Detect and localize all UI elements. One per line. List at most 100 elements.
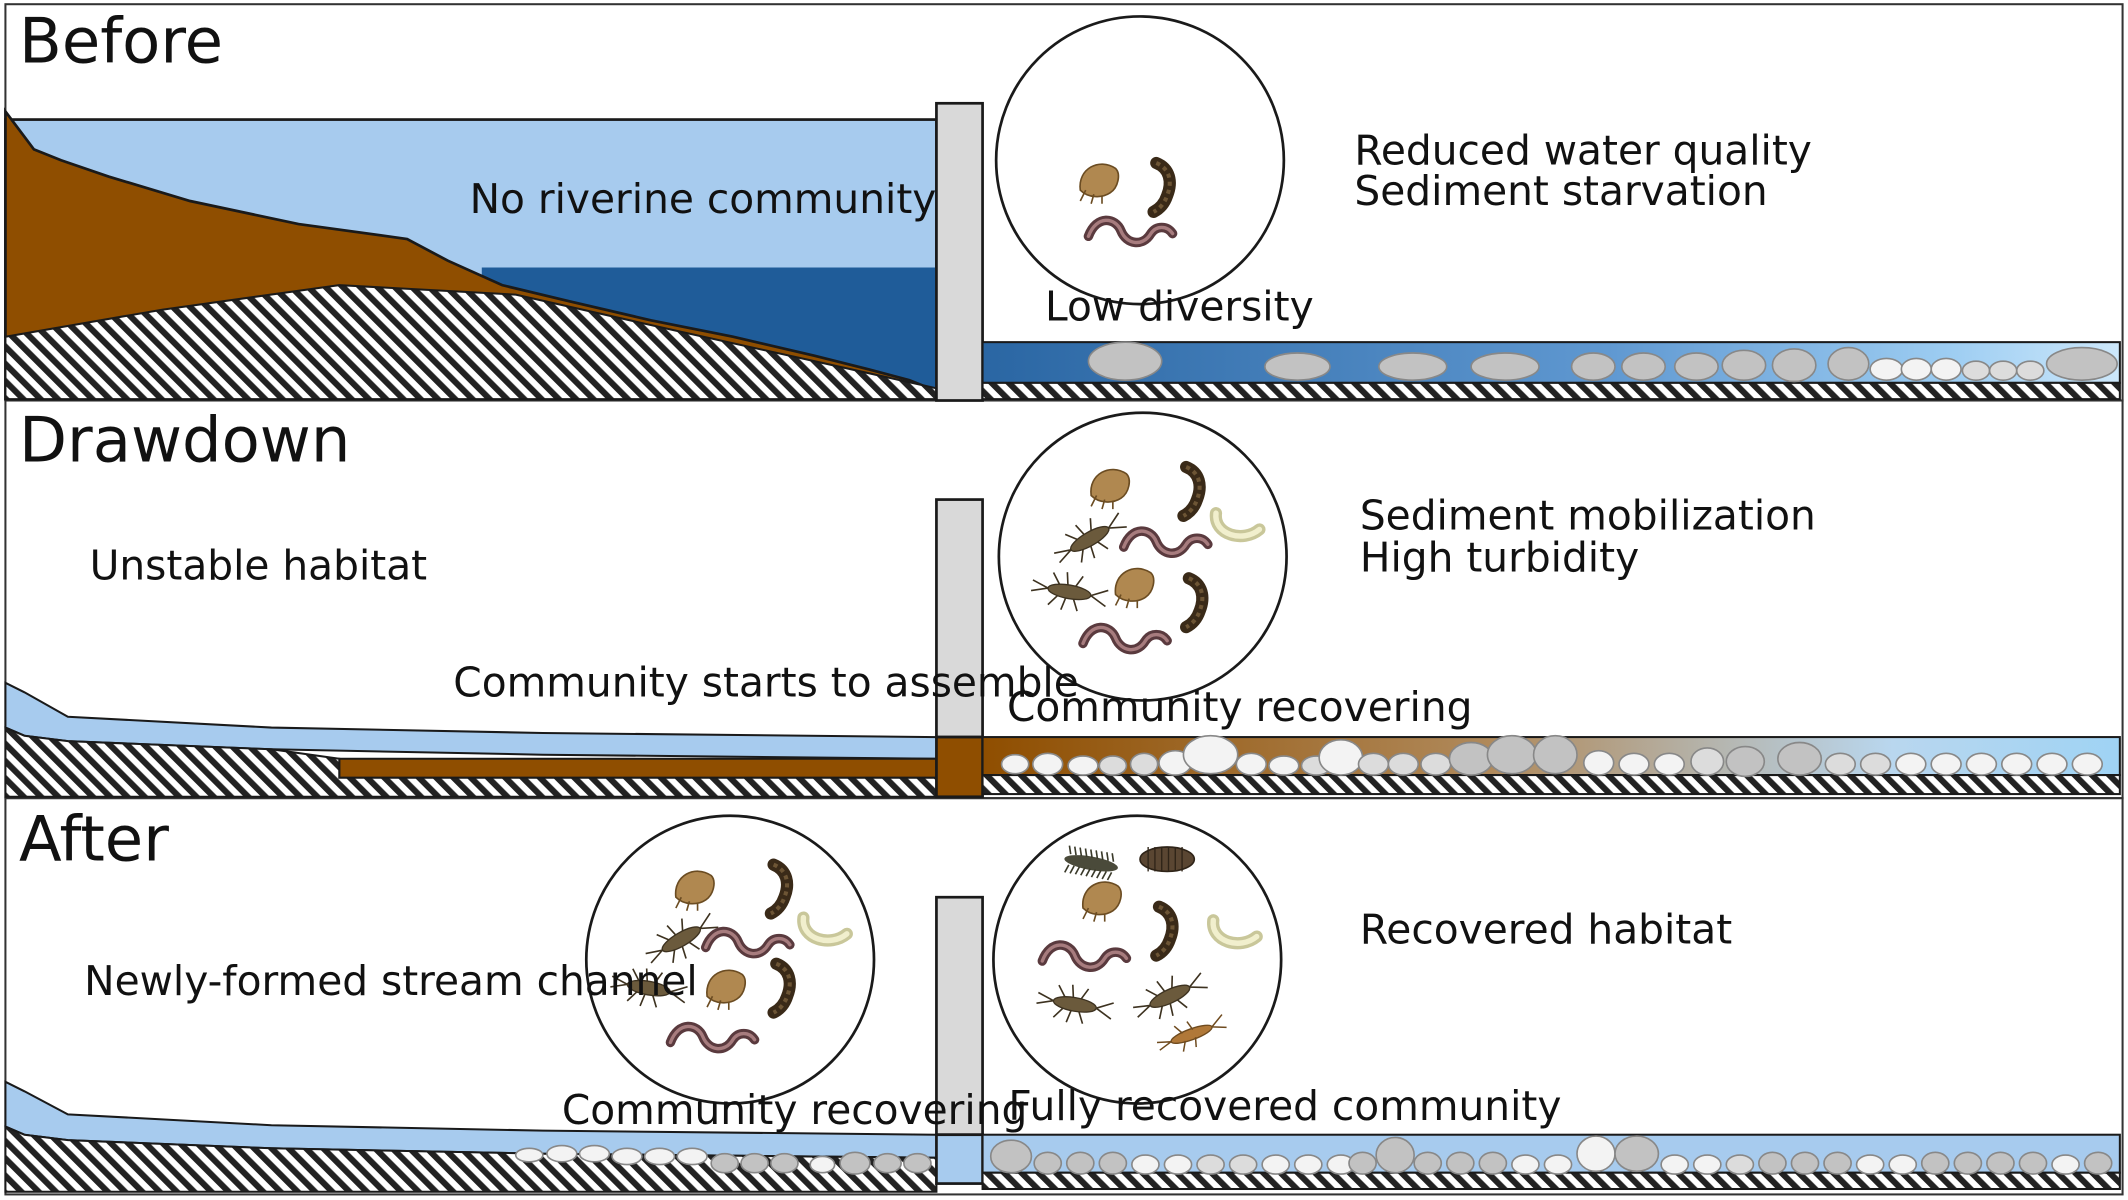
effect-line-1: Reduced water quality — [1354, 126, 1811, 174]
stone — [873, 1152, 902, 1174]
stone — [1131, 1154, 1160, 1175]
dam-breach-water — [935, 1133, 984, 1185]
amphipod-icon — [706, 969, 746, 1011]
stone — [676, 1147, 708, 1166]
stone — [1129, 752, 1159, 776]
stone — [1098, 755, 1128, 776]
stone — [1196, 1154, 1225, 1175]
organism-cluster — [1036, 845, 1263, 1052]
stone — [1965, 752, 1998, 776]
stone — [1827, 346, 1870, 381]
stone — [1692, 1154, 1722, 1175]
worm-icon — [1118, 526, 1213, 558]
chironomid-icon — [1177, 460, 1206, 522]
effect-line-1: Sediment mobilization — [1360, 491, 1816, 539]
stone — [1576, 1135, 1616, 1173]
stone — [1065, 1151, 1095, 1175]
stone — [809, 1155, 836, 1174]
chironomid-icon — [1180, 572, 1209, 634]
stone — [611, 1147, 643, 1166]
worm-icon — [1083, 215, 1178, 248]
circle-label: Community recovering — [1007, 683, 1472, 731]
isopod-icon — [1139, 846, 1196, 873]
stone — [1986, 1151, 2015, 1175]
downstream-bedrock — [981, 1171, 2121, 1191]
worm-icon — [1037, 940, 1132, 972]
stone — [1961, 360, 1991, 381]
amphipod-icon — [1114, 567, 1155, 609]
stone — [1532, 734, 1578, 775]
stone — [1543, 1154, 1573, 1175]
panel-before-title: Before — [19, 5, 223, 78]
mayfly-icon — [1133, 972, 1208, 1020]
mayfly-icon — [610, 968, 688, 1008]
stone — [1653, 752, 1686, 776]
bedrock — [4, 284, 938, 401]
panel-drawdown-title: Drawdown — [19, 404, 350, 477]
circle-label: Low diversity — [1045, 282, 1314, 330]
stone — [1859, 752, 1892, 776]
mayfly-icon — [1036, 984, 1114, 1024]
stone — [1930, 357, 1962, 381]
stone — [2045, 346, 2118, 381]
stone — [1264, 352, 1331, 381]
panel-after: After Newly-formed stream channel Commun… — [4, 803, 2121, 1193]
stone — [1033, 1151, 1063, 1175]
organism-cluster — [1030, 460, 1266, 655]
stone — [1235, 752, 1268, 776]
community-circle — [994, 15, 1286, 306]
stone — [1448, 741, 1494, 776]
worm-icon — [700, 926, 795, 959]
community-circle — [992, 814, 1283, 1105]
stone — [1614, 1135, 1660, 1173]
mayfly-icon — [645, 912, 719, 964]
stone — [1413, 1151, 1443, 1175]
dam-breach-sediment — [935, 735, 984, 799]
stone — [1318, 738, 1364, 776]
worm-icon — [1078, 622, 1172, 655]
dam-remnant — [935, 895, 984, 1137]
stone — [839, 1151, 871, 1175]
stone — [1511, 1154, 1540, 1175]
stone — [770, 1152, 799, 1174]
stone — [1953, 1151, 1983, 1175]
stone — [1420, 752, 1452, 776]
downstream-bedrock — [981, 381, 2121, 401]
stone — [2015, 360, 2045, 381]
stone — [1618, 752, 1650, 776]
stone — [1988, 360, 2018, 381]
stone — [989, 1139, 1033, 1174]
worm-icon — [665, 1021, 760, 1054]
chironomid-icon — [1147, 156, 1176, 218]
stone — [1824, 752, 1857, 776]
stone — [1888, 1154, 1918, 1175]
stone — [1758, 1151, 1787, 1175]
stone — [1855, 1154, 1885, 1175]
stone — [1895, 752, 1927, 776]
stone — [1660, 1154, 1690, 1175]
stone — [514, 1147, 544, 1163]
effect-line-1: Recovered habitat — [1360, 905, 1732, 953]
stone — [1387, 752, 1420, 776]
panel-after-title: After — [19, 803, 169, 876]
stone — [1620, 352, 1667, 381]
centipede-icon — [1064, 845, 1118, 881]
stone — [1261, 1154, 1291, 1175]
stone — [1228, 1154, 1258, 1175]
stone — [1098, 1151, 1128, 1175]
panel-after-frame — [4, 797, 2124, 1196]
stone — [740, 1152, 769, 1174]
stone — [1725, 745, 1766, 778]
stone — [1725, 1154, 1755, 1175]
stone — [2071, 752, 2104, 776]
stone — [1673, 352, 1719, 381]
stone — [2083, 1151, 2113, 1175]
amphipod-icon — [675, 870, 715, 912]
streambed-stones — [1000, 734, 2104, 778]
stone — [1823, 1151, 1852, 1175]
stone — [1031, 752, 1064, 776]
panel-before: Before No riverine community Low diversi… — [4, 5, 2121, 402]
stone — [1721, 349, 1767, 381]
larva-icon — [1209, 507, 1266, 543]
panel-drawdown: Drawdown Unstable habitat Community star… — [4, 404, 2121, 799]
